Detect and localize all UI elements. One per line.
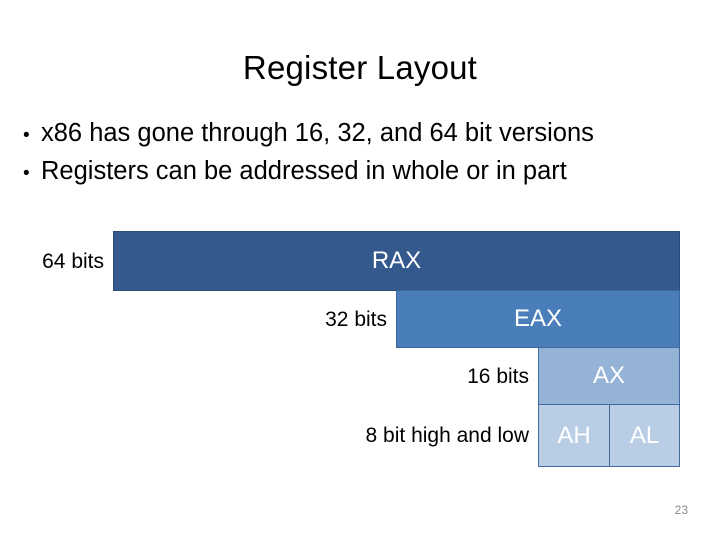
register-size-label-16: 16 bits	[467, 365, 529, 388]
register-bar-ah: AH	[538, 404, 610, 467]
page-title: Register Layout	[242, 49, 478, 86]
register-bar-ax: AX	[538, 347, 680, 405]
register-bar-label-ax: AX	[592, 362, 625, 389]
register-bar-label-eax: EAX	[513, 305, 563, 332]
register-bar-al: AL	[609, 404, 680, 467]
register-size-label-32: 32 bits	[325, 308, 387, 331]
bullet-list: • x86 has gone through 16, 32, and 64 bi…	[18, 118, 708, 194]
page-number: 23	[674, 503, 688, 517]
register-bar-label-ah: AH	[557, 421, 591, 449]
register-bar-label-al: AL	[629, 421, 660, 449]
register-size-label-8: 8 bit high and low	[365, 424, 529, 447]
list-item: • Registers can be addressed in whole or…	[18, 156, 708, 189]
register-bar-eax: EAX	[396, 290, 680, 348]
register-bar-rax: RAX	[113, 231, 680, 291]
bullet-text: x86 has gone through 16, 32, and 64 bit …	[41, 119, 594, 147]
bullet-point-icon: •	[23, 163, 30, 184]
register-size-label-64: 64 bits	[42, 250, 104, 273]
bullet-text: Registers can be addressed in whole or i…	[41, 157, 567, 185]
register-bar-label-rax: RAX	[371, 247, 422, 274]
bullet-point-icon: •	[23, 125, 30, 146]
list-item: • x86 has gone through 16, 32, and 64 bi…	[18, 118, 708, 151]
